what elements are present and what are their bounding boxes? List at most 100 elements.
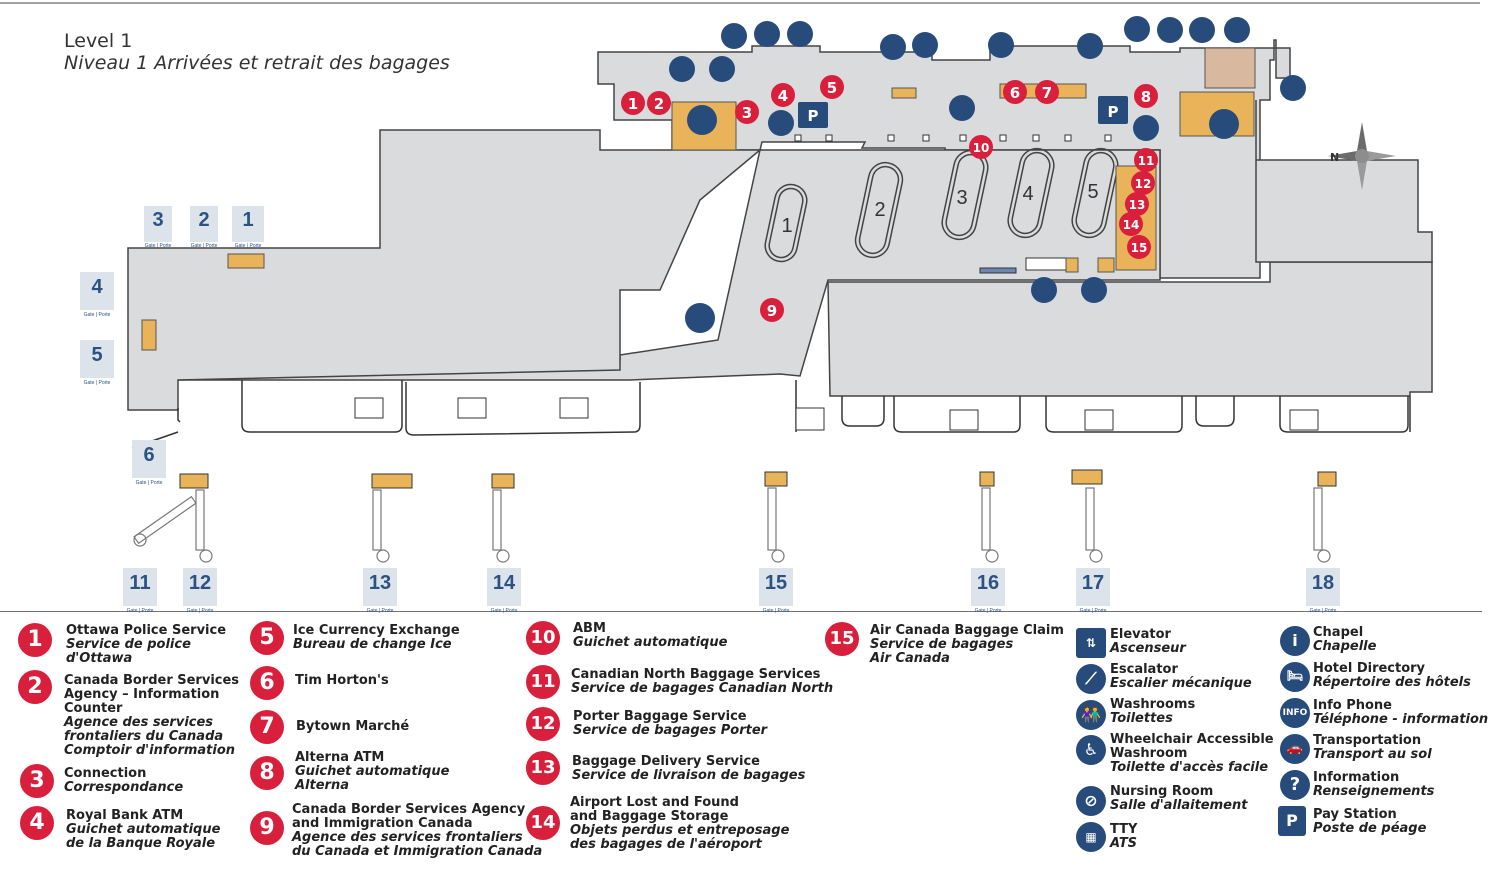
svg-text:2: 2 xyxy=(654,95,664,113)
map-subtitle: Niveau 1 Arrivées et retrait des bagages xyxy=(64,52,450,74)
legend-item-10: ABM Guichet automatique xyxy=(573,621,728,650)
legend-marker-1: 1 xyxy=(18,623,52,657)
legend-marker-12: 12 xyxy=(526,707,560,741)
terminal-floor xyxy=(127,39,1433,411)
jetways xyxy=(133,469,1337,563)
map-marker-12: 12 xyxy=(1131,171,1155,195)
legend-item-13: Baggage Delivery Service Service de livr… xyxy=(572,754,806,783)
svg-text:11: 11 xyxy=(1138,154,1155,168)
carousel-2-label: 2 xyxy=(874,199,885,221)
svg-text:10: 10 xyxy=(973,141,990,155)
legend-item-12: Porter Baggage Service Service de bagage… xyxy=(573,709,768,738)
map-service-icons xyxy=(669,16,1306,333)
map-marker-14: 14 xyxy=(1119,212,1143,236)
map-marker-5: 5 xyxy=(820,75,844,99)
legend-item-9: Canada Border Services Agency and Immigr… xyxy=(292,802,543,859)
gate-connectors xyxy=(131,380,1411,449)
legend-marker-14: 14 xyxy=(526,806,560,840)
map-title: Level 1 xyxy=(64,30,133,52)
svg-text:7: 7 xyxy=(1042,84,1052,102)
legend-marker-8: 8 xyxy=(250,756,284,790)
legend: 1 Ottawa Police Service Service de polic… xyxy=(0,616,1498,880)
map-marker-7: 7 xyxy=(1035,80,1059,104)
svg-text:4: 4 xyxy=(778,87,788,105)
pay-station-icon: P xyxy=(1278,806,1306,836)
legend-item-4: Royal Bank ATM Guichet automatique de la… xyxy=(66,808,221,851)
map-marker-13: 13 xyxy=(1125,192,1149,216)
svg-text:9: 9 xyxy=(767,302,777,320)
svg-text:8: 8 xyxy=(1141,88,1151,106)
map-marker-1: 1 xyxy=(621,91,645,115)
legend-item-1: Ottawa Police Service Service de police … xyxy=(66,623,227,666)
carousel-5-label: 5 xyxy=(1087,181,1098,203)
legend-marker-9: 9 xyxy=(250,811,284,845)
legend-marker-5: 5 xyxy=(250,621,284,655)
legend-marker-6: 6 xyxy=(250,666,284,700)
svg-text:12: 12 xyxy=(1135,177,1152,191)
svg-text:P: P xyxy=(808,107,819,125)
washroom-icon: 👫 xyxy=(1076,700,1106,730)
legend-marker-3: 3 xyxy=(20,764,54,798)
carousels xyxy=(764,147,1119,263)
legend-item-6: Tim Horton's xyxy=(295,673,389,688)
map-marker-15: 15 xyxy=(1127,235,1151,259)
info-phone-icon: INFO xyxy=(1280,698,1310,728)
svg-text:14: 14 xyxy=(1123,218,1140,232)
map-marker-9: 9 xyxy=(760,298,784,322)
legend-marker-13: 13 xyxy=(526,751,560,785)
svg-text:3: 3 xyxy=(742,104,752,122)
svg-text:P: P xyxy=(1108,103,1119,121)
legend-marker-10: 10 xyxy=(526,621,560,655)
legend-marker-4: 4 xyxy=(20,806,54,840)
carousel-3-label: 3 xyxy=(956,187,967,209)
legend-item-15: Air Canada Baggage Claim Service de baga… xyxy=(870,623,1064,666)
tty-icon: ▦ xyxy=(1076,822,1106,852)
nursing-room-icon: ⊘ xyxy=(1076,786,1106,816)
chapel-icon: i xyxy=(1280,626,1310,656)
floor-map: 1 2 3 4 5 xyxy=(0,2,1482,612)
legend-marker-15: 15 xyxy=(825,622,859,656)
legend-item-8: Alterna ATM Guichet automatique Alterna xyxy=(295,750,450,793)
svg-text:6: 6 xyxy=(1010,84,1020,102)
svg-text:1: 1 xyxy=(628,95,638,113)
legend-item-7: Bytown Marché xyxy=(296,719,410,734)
information-icon: ? xyxy=(1280,770,1310,800)
svg-text:13: 13 xyxy=(1129,198,1146,212)
svg-text:15: 15 xyxy=(1131,241,1148,255)
legend-item-14: Airport Lost and Found and Baggage Stora… xyxy=(570,795,790,852)
map-marker-6: 6 xyxy=(1003,80,1027,104)
compass-north-label: N xyxy=(1330,151,1339,164)
map-marker-2: 2 xyxy=(647,91,671,115)
map-marker-10: 10 xyxy=(969,135,993,159)
map-marker-4: 4 xyxy=(771,83,795,107)
elevator-icon: ⇅ xyxy=(1076,628,1106,658)
map-marker-3: 3 xyxy=(735,100,759,124)
map-marker-11: 11 xyxy=(1134,148,1158,172)
carousel-labels: 1 2 3 4 5 xyxy=(781,181,1098,237)
transportation-icon: 🚗 xyxy=(1280,734,1310,764)
map-marker-8: 8 xyxy=(1134,84,1158,108)
map-markers: 1 2 3 4 5 6 7 8 9 10 11 12 13 14 15 xyxy=(621,75,1158,322)
svg-text:5: 5 xyxy=(827,79,837,97)
